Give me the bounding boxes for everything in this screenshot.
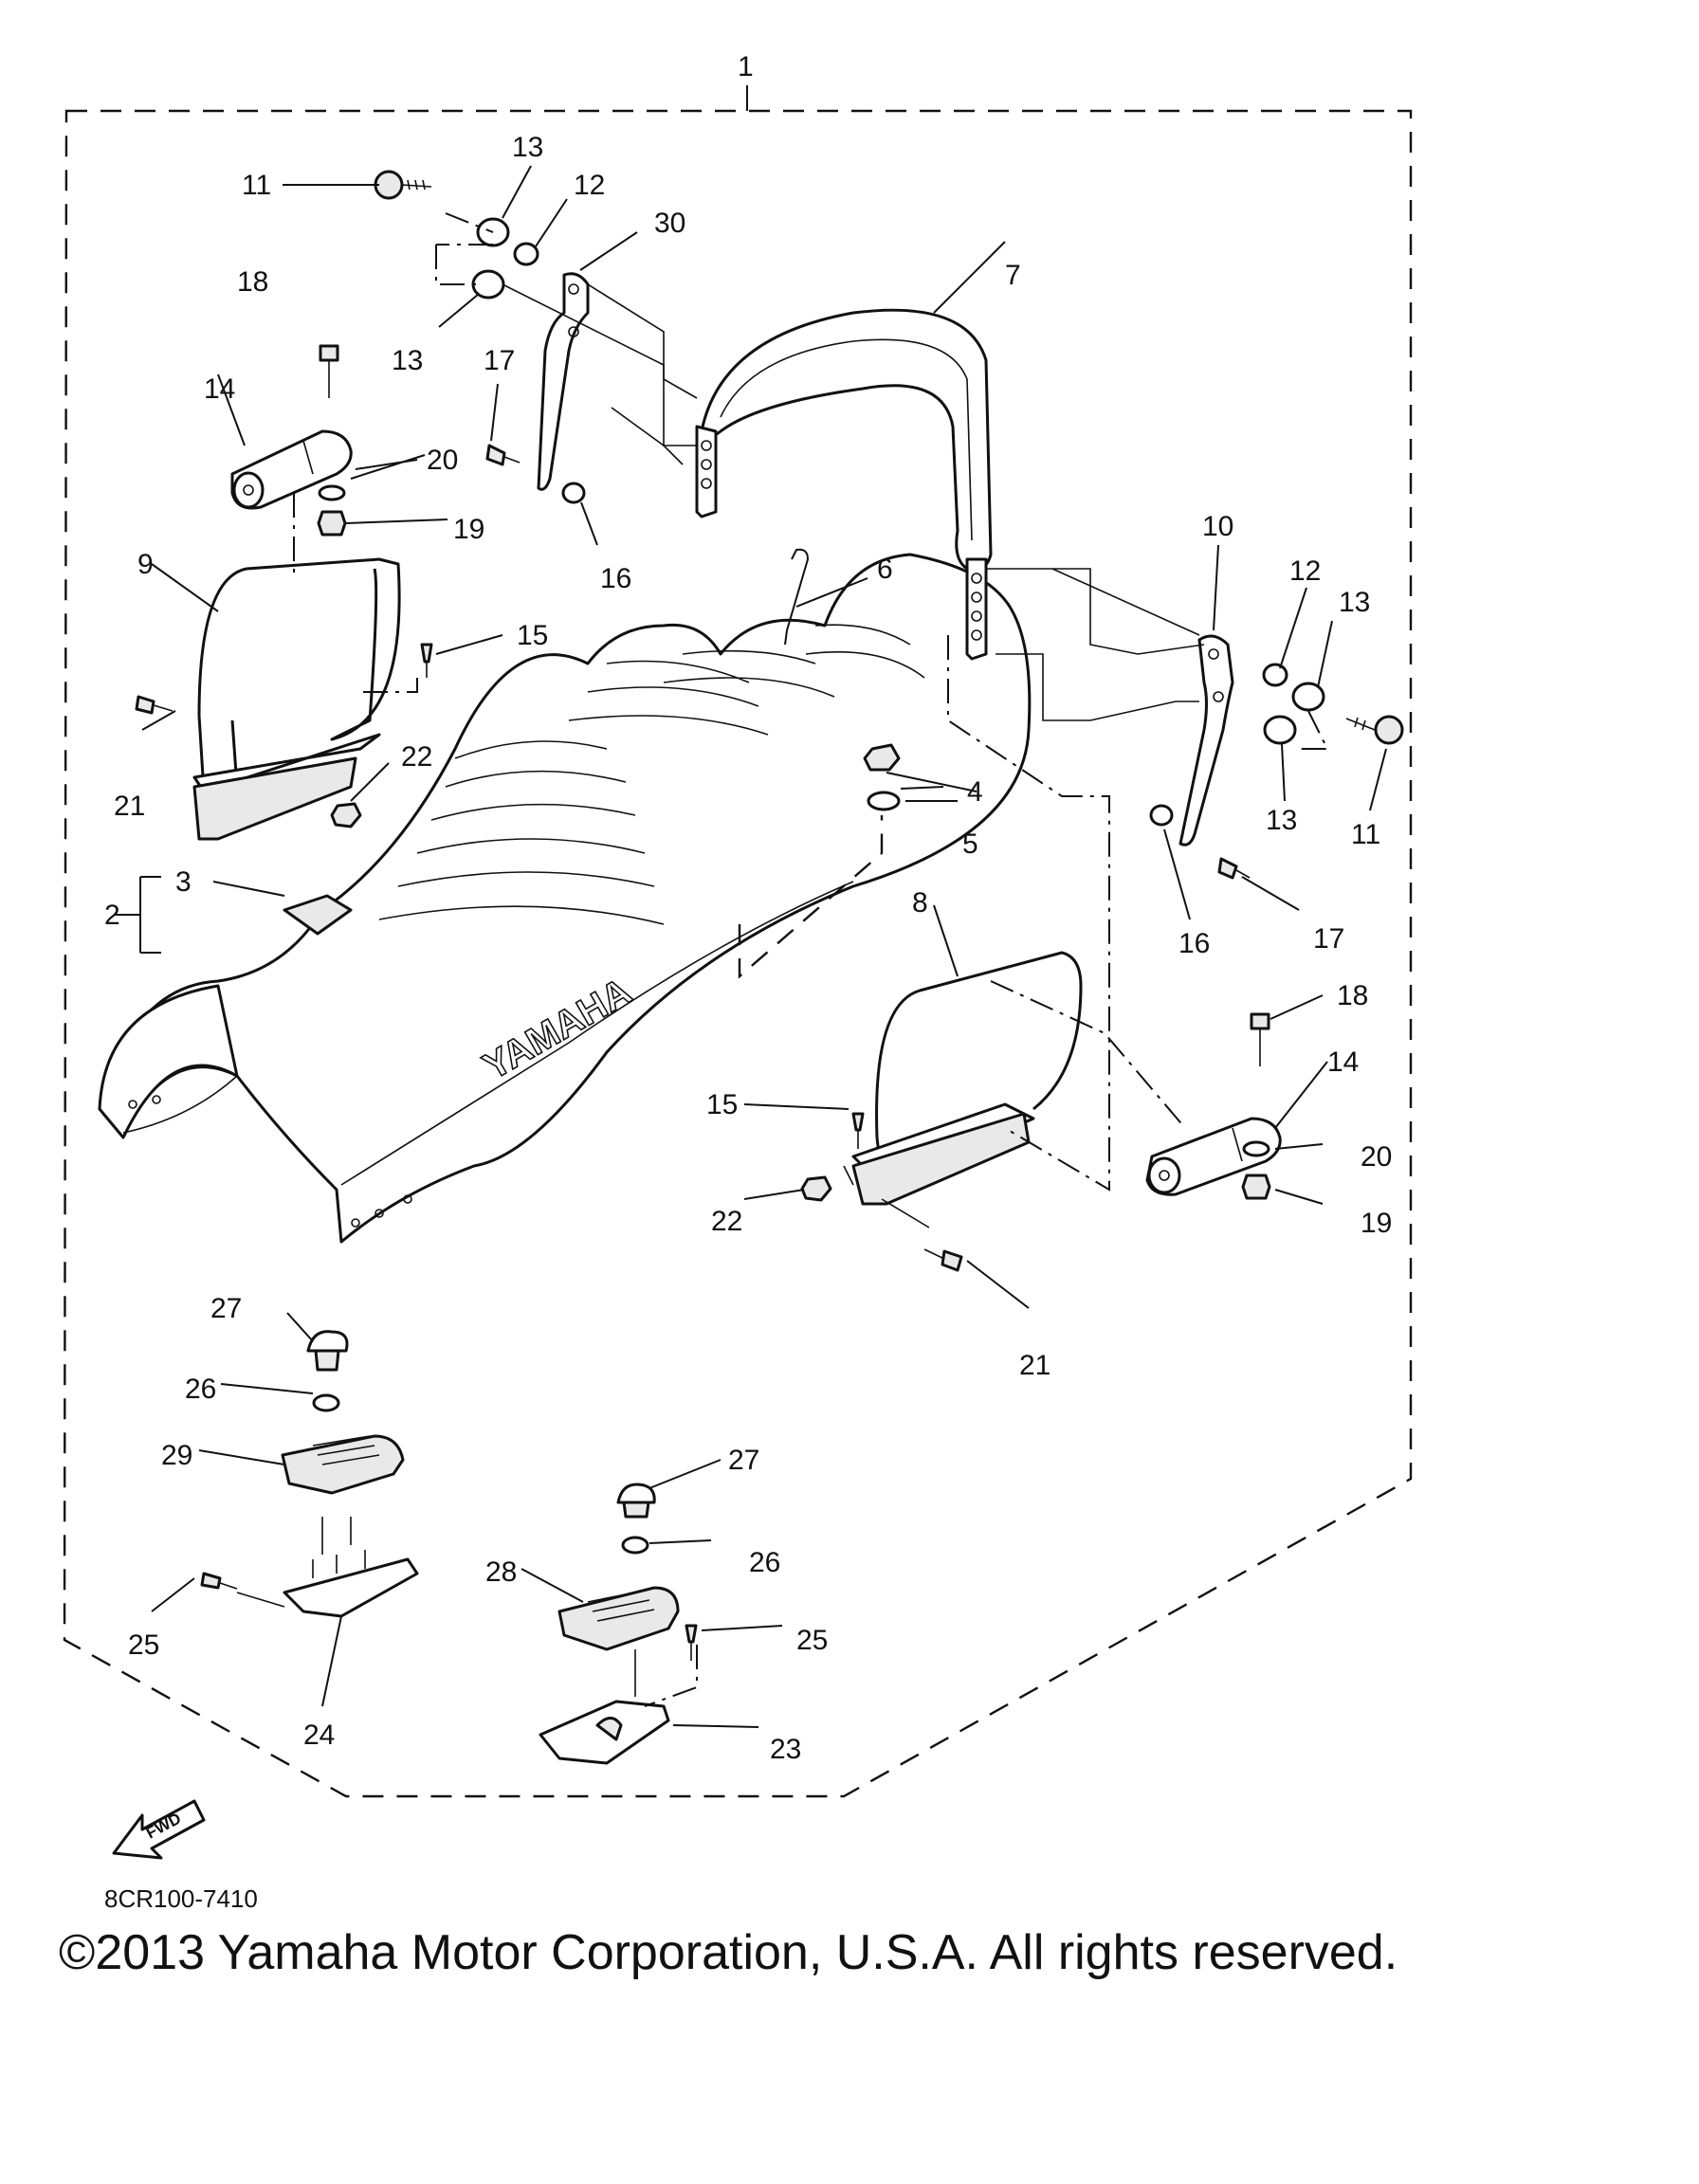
- callout-11b: 11: [1351, 819, 1380, 850]
- callout-13b: 13: [392, 345, 423, 376]
- callout-17b: 17: [1313, 923, 1344, 955]
- callout-14a: 14: [204, 373, 235, 405]
- callout-12a: 12: [574, 170, 605, 201]
- left-grab-bar: [192, 557, 401, 841]
- callout-16b: 16: [1178, 928, 1210, 959]
- callout-6: 6: [877, 554, 893, 585]
- callout-20a: 20: [427, 445, 458, 476]
- callout-3: 3: [175, 866, 192, 898]
- callout-22a: 22: [401, 741, 432, 773]
- callout-28: 28: [485, 1556, 517, 1588]
- callout-30: 30: [654, 208, 685, 239]
- callout-13c: 13: [1339, 587, 1370, 618]
- callout-19a: 19: [453, 514, 484, 545]
- left-latch-assembly: [200, 1330, 419, 1618]
- callout-2: 2: [104, 900, 120, 931]
- callout-17a: 17: [484, 345, 515, 376]
- callout-29: 29: [161, 1440, 192, 1471]
- callout-22b: 22: [711, 1206, 742, 1237]
- right-backrest-stay: [1178, 634, 1234, 846]
- right-grab-bar: [851, 951, 1083, 1206]
- callout-23: 23: [770, 1734, 801, 1765]
- callout-9: 9: [137, 549, 154, 580]
- callout-11a: 11: [242, 170, 271, 201]
- backrest: [695, 308, 993, 661]
- left-knob: [374, 170, 432, 200]
- callout-7: 7: [1005, 260, 1021, 291]
- callout-21a: 21: [114, 791, 145, 822]
- callout-1: 1: [738, 51, 754, 82]
- right-knob: [1345, 715, 1404, 745]
- callout-15b: 15: [706, 1089, 738, 1120]
- fwd-arrow-icon: FWD: [112, 1799, 206, 1860]
- left-armrest: [230, 429, 353, 510]
- callout-12b: 12: [1289, 555, 1321, 587]
- assembly-boundary: [63, 109, 1413, 1798]
- copyright-notice: ©2013 Yamaha Motor Corporation, U.S.A. A…: [59, 1925, 1398, 1980]
- callout-10: 10: [1202, 511, 1233, 542]
- callout-15a: 15: [517, 620, 548, 651]
- callout-25a: 25: [128, 1629, 159, 1661]
- callout-5: 5: [962, 828, 978, 860]
- callout-26a: 26: [185, 1374, 216, 1405]
- diagram-code: 8CR100-7410: [104, 1884, 258, 1913]
- callout-27b: 27: [728, 1445, 759, 1476]
- callout-13a: 13: [512, 132, 543, 163]
- callout-26b: 26: [749, 1547, 780, 1578]
- right-armrest: [1145, 1117, 1282, 1196]
- callout-18a: 18: [237, 266, 268, 298]
- callout-18b: 18: [1337, 980, 1368, 1011]
- seat-cover-patch: [283, 894, 353, 936]
- callout-24: 24: [303, 1720, 335, 1751]
- callout-4: 4: [967, 776, 983, 808]
- seat-assembly: YAMAHA: [98, 553, 1032, 1244]
- callout-21b: 21: [1019, 1350, 1050, 1381]
- right-latch-assembly: [539, 1483, 698, 1765]
- callout-20b: 20: [1361, 1141, 1392, 1173]
- callout-25b: 25: [796, 1625, 828, 1656]
- callout-13d: 13: [1266, 805, 1297, 836]
- callout-14b: 14: [1327, 1046, 1359, 1078]
- callout-27a: 27: [210, 1293, 242, 1324]
- callout-8: 8: [912, 887, 928, 919]
- callout-16a: 16: [600, 563, 631, 594]
- callout-19b: 19: [1361, 1208, 1392, 1239]
